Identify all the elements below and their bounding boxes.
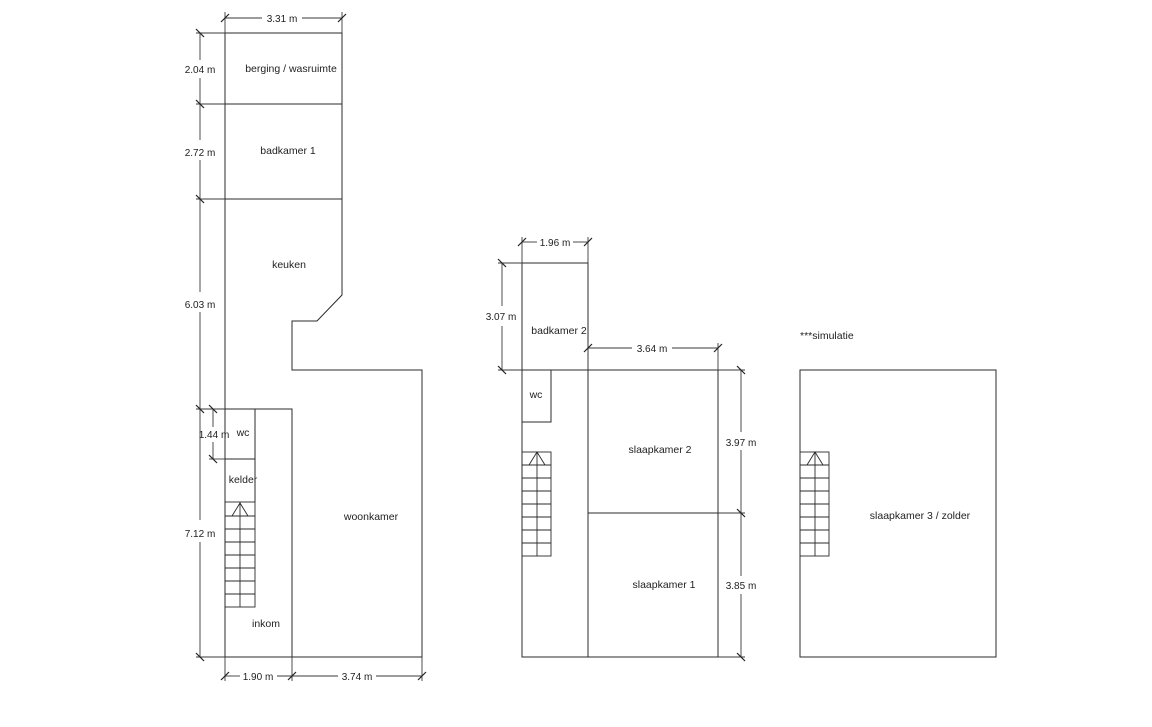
- room-label-slaapkamer-3: slaapkamer 3 / zolder: [870, 510, 971, 522]
- dim-w-inkom: 1.90 m: [243, 672, 274, 683]
- ground-floor-outline: [224, 32, 423, 658]
- wc-first-box: [521, 369, 552, 423]
- dimension-width-top: 3.31 m: [220, 12, 347, 33]
- room-label-inkom: inkom: [252, 618, 280, 630]
- room-label-slaapkamer-1: slaapkamer 1: [632, 579, 695, 591]
- first-floor-plan: badkamer 2 wc slaapkamer 2 slaapkamer 1 …: [486, 237, 757, 662]
- room-label-kelder: kelder: [229, 474, 258, 486]
- svg-text:3.64 m: 3.64 m: [637, 344, 668, 355]
- first-staircase: [521, 451, 552, 557]
- dimension-wc-height: 1.44 m: [199, 404, 230, 464]
- stair-arrow-icon: [806, 451, 824, 466]
- room-label-badkamer-1: badkamer 1: [260, 145, 316, 157]
- dimension-height-badkamer-2: 3.07 m: [486, 258, 522, 375]
- dimension-width-badkamer-2: 1.96 m: [517, 237, 593, 263]
- dimension-widths-bottom: 1.90 m 3.74 m: [220, 657, 427, 683]
- simulation-note: ***simulatie: [800, 330, 854, 342]
- room-label-wc-ground: wc: [236, 427, 250, 439]
- dimension-heights-slaapkamers: 3.97 m 3.85 m: [718, 365, 757, 662]
- dim-h-slaapkamer-1: 3.85 m: [726, 581, 757, 592]
- dim-w-woonkamer: 3.74 m: [342, 672, 373, 683]
- room-label-slaapkamer-2: slaapkamer 2: [628, 444, 691, 456]
- dimension-heights-left: 2.04 m 2.72 m 6.03 m 7.12 m: [185, 28, 225, 662]
- dim-h-berging: 2.04 m: [185, 65, 216, 76]
- dim-h-keuken: 6.03 m: [185, 300, 216, 311]
- stair-arrow-icon: [528, 451, 546, 466]
- dim-h-slaapkamer-2: 3.97 m: [726, 438, 757, 449]
- attic-floor-plan: slaapkamer 3 / zolder: [799, 369, 997, 658]
- svg-text:3.07 m: 3.07 m: [486, 312, 517, 323]
- wall-hallway: [225, 408, 293, 657]
- dim-h-lower: 7.12 m: [185, 529, 216, 540]
- stair-arrow-icon: [231, 502, 249, 517]
- room-label-woonkamer: woonkamer: [343, 511, 399, 523]
- room-label-keuken: keuken: [272, 259, 306, 271]
- room-label-badkamer-2: badkamer 2: [531, 325, 587, 337]
- svg-text:3.31 m: 3.31 m: [267, 14, 298, 25]
- ground-staircase: [224, 501, 256, 608]
- badkamer-2-box: [521, 262, 589, 371]
- ground-floor-plan: berging / wasruimte badkamer 1 keuken wc…: [185, 12, 427, 683]
- svg-text:1.44 m: 1.44 m: [199, 430, 230, 441]
- dim-h-badkamer: 2.72 m: [185, 148, 216, 159]
- svg-text:1.96 m: 1.96 m: [540, 238, 571, 249]
- room-label-wc-first: wc: [529, 389, 543, 401]
- dimension-width-slaapkamers: 3.64 m: [583, 343, 723, 370]
- room-label-berging: berging / wasruimte: [245, 63, 337, 75]
- attic-staircase: [799, 451, 830, 557]
